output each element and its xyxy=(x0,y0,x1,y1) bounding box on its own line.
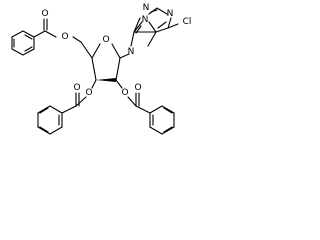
atom-labels: O O O O O O O N N N N Cl xyxy=(41,3,191,98)
bond-ring-to-carbonyl xyxy=(33,30,46,38)
nitrogen-n9: N xyxy=(128,47,135,57)
bond-c3-to-ester-o xyxy=(91,79,97,89)
carbonyl-double-bond-right xyxy=(135,92,140,107)
bonds xyxy=(11,7,179,135)
imidazole-ring xyxy=(130,21,157,47)
nitrogen-n7: N xyxy=(142,15,149,25)
carbonyl-double-bond xyxy=(43,18,48,31)
bond-ester-o-to-carbonyl-right xyxy=(127,96,137,107)
ring-bond-c4-o4 xyxy=(91,43,101,59)
bond-carbonyl-to-ring-right xyxy=(135,105,151,114)
chlorine: Cl xyxy=(183,17,192,27)
bond-c2-to-ester-o xyxy=(115,79,123,89)
bond-carbonyl-to-ring-left xyxy=(61,105,77,114)
benzene-ring-bottom-left xyxy=(37,105,63,135)
carbonyl-double-bond-left xyxy=(75,92,80,107)
ring-bond-c2-c3-wedge xyxy=(96,78,116,82)
oxygen-carbonyl-top: O xyxy=(41,9,48,19)
ring-double-bonds xyxy=(13,34,33,52)
oxygen-ester-right: O xyxy=(121,88,128,98)
oxygen-ring: O xyxy=(102,35,109,45)
pyrimidine-double-bonds xyxy=(150,9,167,29)
ring-double-bonds-bottom-left xyxy=(39,107,60,133)
oxygen-ester-left: O xyxy=(85,88,92,98)
ring-bond-o4-c1 xyxy=(111,43,121,59)
benzene-ring-bottom-right xyxy=(149,105,175,135)
oxygen-ester-top: O xyxy=(61,32,68,42)
bond-carbonyl-to-ester-o xyxy=(44,30,57,38)
ring-bond-c3-c4 xyxy=(91,57,97,81)
chemical-structure-diagram: O O O O O O O N N N N Cl xyxy=(11,3,191,135)
oxygen-carbonyl-right: O xyxy=(134,83,141,93)
bond-ester-o-to-carbonyl-left xyxy=(75,96,87,107)
bond-to-chlorine xyxy=(167,23,179,29)
ring-bond-c1-c2 xyxy=(115,57,121,81)
ring-double-bonds-bottom-right xyxy=(152,107,173,133)
benzene-ring-top-left xyxy=(11,30,35,56)
nitrogen-n3: N xyxy=(143,3,150,13)
nitrogen-n1: N xyxy=(167,9,174,19)
bond-ester-o-to-ch2 xyxy=(72,36,82,43)
bond-ch2-to-c4 xyxy=(80,41,93,59)
oxygen-carbonyl-left: O xyxy=(73,83,80,93)
bond-c1-to-n9 xyxy=(119,53,130,59)
